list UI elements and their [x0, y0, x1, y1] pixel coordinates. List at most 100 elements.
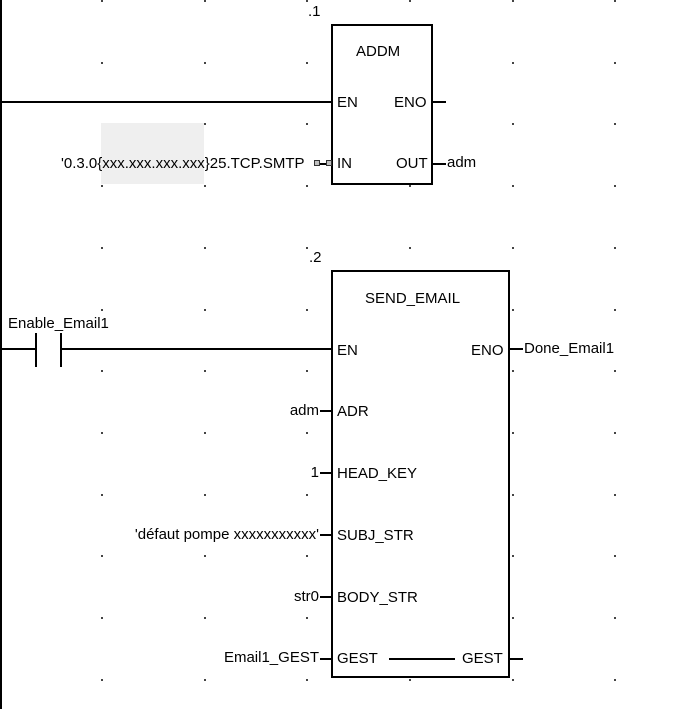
- send-email-gest-passthrough: [389, 658, 455, 660]
- grid-dot: [204, 617, 206, 619]
- send-email-pin-eno: ENO: [471, 342, 504, 359]
- send-email-gest-out-wire: [510, 658, 523, 660]
- send-email-pin-subj-str: SUBJ_STR: [337, 527, 414, 544]
- grid-dot: [306, 555, 308, 557]
- send-email-eno-wire: [510, 348, 523, 350]
- grid-dot: [204, 0, 206, 2]
- addm-in-value-suffix: 25.TCP.SMTP: [209, 155, 305, 172]
- grid-dot: [614, 0, 616, 2]
- grid-dot: [614, 555, 616, 557]
- grid-dot: [512, 555, 514, 557]
- rung-2-en-wire: [60, 348, 332, 350]
- grid-dot: [306, 62, 308, 64]
- grid-dot: [101, 494, 103, 496]
- addm-in-value-address: {xxx.xxx.xxx.xxx}: [97, 155, 210, 172]
- grid-dot: [614, 494, 616, 496]
- grid-dot: [614, 247, 616, 249]
- send-email-body-value[interactable]: str0: [293, 588, 319, 605]
- addm-pin-eno: ENO: [394, 94, 427, 111]
- grid-dot: [512, 309, 514, 311]
- grid-dot: [512, 123, 514, 125]
- send-email-adr-wire: [320, 410, 332, 412]
- grid-dot: [512, 62, 514, 64]
- grid-dot: [306, 432, 308, 434]
- send-email-gest-in-value[interactable]: Email1_GEST: [223, 649, 319, 666]
- grid-dot: [614, 123, 616, 125]
- left-power-rail: [0, 0, 2, 709]
- send-email-pin-gest-out: GEST: [462, 650, 503, 667]
- rung-1-number: .1: [308, 3, 321, 20]
- connection-marker[interactable]: [326, 160, 332, 166]
- grid-dot: [101, 679, 103, 681]
- grid-dot: [306, 617, 308, 619]
- contact-left-wire: [0, 348, 36, 350]
- connection-marker[interactable]: [314, 160, 320, 166]
- grid-dot: [204, 247, 206, 249]
- grid-dot: [101, 617, 103, 619]
- grid-dot: [204, 679, 206, 681]
- rung-2-number: .2: [309, 249, 322, 266]
- grid-dot: [409, 185, 411, 187]
- send-email-pin-head-key: HEAD_KEY: [337, 465, 418, 482]
- send-email-block[interactable]: [331, 270, 510, 678]
- rung-1-en-wire: [0, 101, 332, 103]
- grid-dot: [204, 185, 206, 187]
- addm-block-title: ADDM: [356, 43, 401, 60]
- grid-dot: [306, 0, 308, 2]
- send-email-body-wire: [320, 596, 332, 598]
- grid-dot: [101, 62, 103, 64]
- grid-dot: [512, 370, 514, 372]
- contact-left-bar[interactable]: [35, 333, 37, 367]
- grid-dot: [409, 679, 411, 681]
- grid-dot: [614, 185, 616, 187]
- grid-dot: [101, 309, 103, 311]
- contact-right-bar[interactable]: [60, 333, 62, 367]
- send-email-head-key-value[interactable]: 1: [310, 464, 319, 481]
- send-email-subj-value[interactable]: 'défaut pompe xxxxxxxxxxx': [134, 526, 319, 543]
- addm-eno-wire: [433, 101, 446, 103]
- grid-dot: [306, 309, 308, 311]
- grid-dot: [512, 494, 514, 496]
- addm-out-wire: [433, 163, 446, 165]
- send-email-adr-value[interactable]: adm: [289, 402, 319, 419]
- grid-dot: [204, 309, 206, 311]
- grid-dot: [409, 0, 411, 2]
- addm-in-wire: [320, 163, 328, 165]
- grid-dot: [306, 185, 308, 187]
- grid-dot: [512, 247, 514, 249]
- grid-dot: [614, 679, 616, 681]
- grid-dot: [614, 62, 616, 64]
- send-email-eno-variable[interactable]: Done_Email1: [524, 340, 615, 357]
- grid-dot: [101, 0, 103, 2]
- contact-label: Enable_Email1: [8, 315, 109, 332]
- addm-pin-in: IN: [337, 155, 352, 172]
- grid-dot: [306, 494, 308, 496]
- grid-dot: [101, 185, 103, 187]
- grid-dot: [204, 494, 206, 496]
- send-email-pin-adr: ADR: [337, 403, 369, 420]
- selection-highlight: [101, 123, 204, 184]
- send-email-block-title: SEND_EMAIL: [365, 290, 461, 307]
- grid-dot: [306, 679, 308, 681]
- grid-dot: [204, 123, 206, 125]
- grid-dot: [306, 247, 308, 249]
- grid-dot: [306, 123, 308, 125]
- grid-dot: [614, 617, 616, 619]
- grid-dot: [512, 185, 514, 187]
- grid-dot: [101, 432, 103, 434]
- addm-pin-en: EN: [337, 94, 358, 111]
- grid-dot: [512, 617, 514, 619]
- grid-dot: [306, 370, 308, 372]
- grid-dot: [512, 679, 514, 681]
- addm-pin-out: OUT: [396, 155, 428, 172]
- addm-in-value[interactable]: '0.3.0{xxx.xxx.xxx.xxx}25.TCP.SMTP: [61, 155, 305, 173]
- grid-dot: [409, 247, 411, 249]
- grid-dot: [101, 555, 103, 557]
- grid-dot: [204, 370, 206, 372]
- addm-block[interactable]: [331, 24, 433, 185]
- grid-dot: [204, 555, 206, 557]
- grid-dot: [101, 247, 103, 249]
- grid-dot: [204, 62, 206, 64]
- addm-out-variable[interactable]: adm: [447, 154, 477, 171]
- send-email-pin-body-str: BODY_STR: [337, 589, 418, 606]
